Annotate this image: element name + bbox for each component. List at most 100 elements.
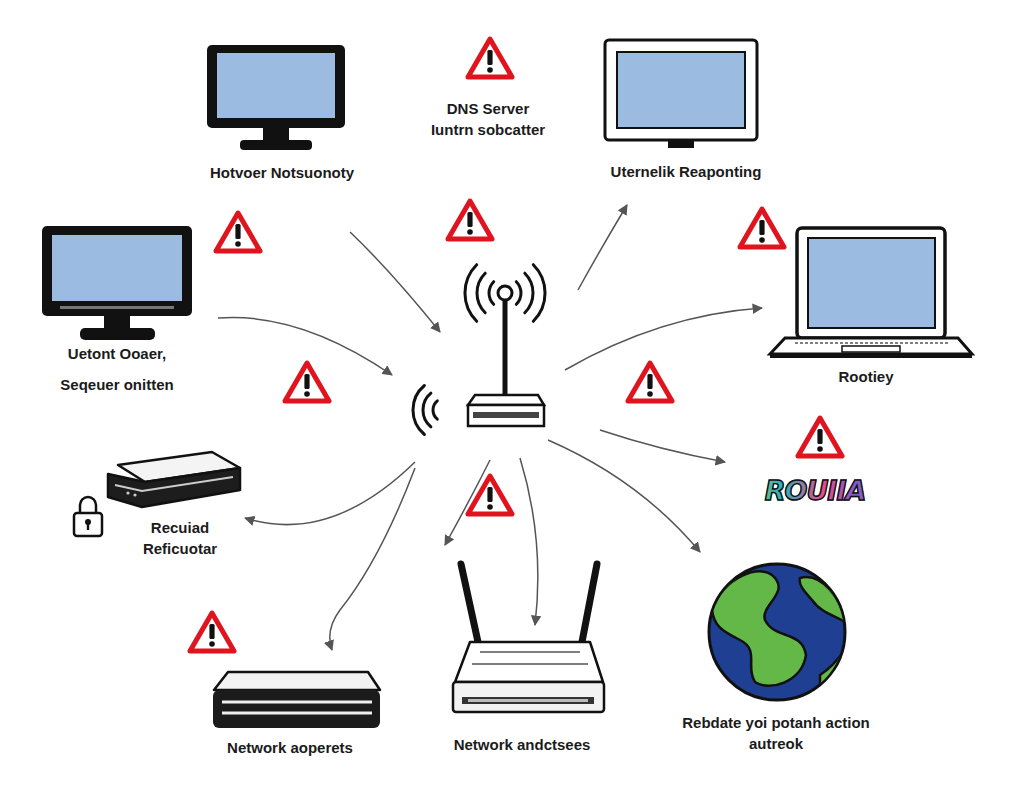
router-icon xyxy=(108,468,240,507)
signal-arrows xyxy=(565,308,762,370)
laptop-icon xyxy=(770,354,972,358)
wifi-waves xyxy=(423,393,431,427)
warning-icons xyxy=(740,209,784,247)
laptop-icon xyxy=(770,338,972,354)
signal-arrows xyxy=(520,458,538,625)
central-router xyxy=(489,282,494,305)
router-icon xyxy=(222,701,372,704)
device-label: Uternelik Reaponting xyxy=(586,162,786,182)
globe-icon xyxy=(712,571,806,685)
router-icon xyxy=(582,564,597,642)
device-node: Hotvoer Notsuonoty xyxy=(195,40,370,185)
router-icon xyxy=(108,452,240,507)
central-router xyxy=(516,282,521,305)
warning-icons xyxy=(448,201,492,239)
central-router xyxy=(468,405,544,426)
monitor-icon xyxy=(217,53,335,118)
brand-text: ROUIIA xyxy=(730,475,900,506)
device-label: Uetont Ooaer, Seqeuer onitten xyxy=(47,338,187,400)
warning-icons xyxy=(190,613,234,651)
wifi-waves xyxy=(413,386,437,435)
globe-icon xyxy=(820,640,850,690)
device-node: Network andctsees xyxy=(445,555,610,755)
device-node: Network aoperets xyxy=(205,665,385,760)
monitor-icon xyxy=(60,306,174,309)
router-icon xyxy=(468,699,588,702)
signal-arrows xyxy=(350,232,440,332)
lock-icon xyxy=(87,523,89,530)
device-node: Rootiey xyxy=(765,222,977,390)
router-icon xyxy=(461,564,478,642)
monitor-icon xyxy=(80,328,155,340)
monitor-icon xyxy=(52,235,182,301)
central-router xyxy=(498,286,512,300)
router-icon xyxy=(462,697,594,704)
warning-icons xyxy=(468,39,512,77)
signal-arrows xyxy=(245,462,415,525)
globe-icon xyxy=(709,564,845,700)
globe-icon xyxy=(709,564,850,700)
signal-arrows xyxy=(218,205,762,650)
monitor-icon xyxy=(240,140,312,150)
laptop-icon xyxy=(842,346,900,352)
device-caption: Network andctsees xyxy=(427,735,617,755)
server-label: DNS Server xyxy=(408,100,568,117)
signal-arrows xyxy=(600,430,725,462)
router-icon xyxy=(453,564,604,712)
router-icon xyxy=(455,642,603,682)
monitor-icon xyxy=(605,40,757,148)
laptop-icon xyxy=(797,228,945,338)
router-icon xyxy=(480,651,580,653)
laptop-icon xyxy=(808,238,935,328)
central-router xyxy=(465,265,477,322)
warning-icons xyxy=(468,476,512,514)
laptop-icon xyxy=(770,228,972,358)
router-icon xyxy=(133,493,136,496)
device-caption: Rebdate yoi potanh action autreok xyxy=(656,712,896,754)
signal-arrows xyxy=(548,440,700,552)
device-label: Hotvoer Notsuonoty xyxy=(182,163,382,183)
router-icon xyxy=(472,663,588,665)
monitor-icon xyxy=(668,140,694,148)
signal-arrows xyxy=(330,468,415,650)
central-router xyxy=(525,273,533,313)
monitor-icon xyxy=(42,226,192,316)
device-node: Rebdate yoi potanh action autreok xyxy=(655,560,900,755)
device-node: Recuiad Reficuotar xyxy=(65,445,250,560)
warning-icons xyxy=(216,213,260,251)
warning-icons xyxy=(798,418,842,456)
router-icon xyxy=(126,491,129,494)
device-label: Network andctsees xyxy=(427,735,617,755)
router-icon xyxy=(214,672,380,690)
device-label: Rebdate yoi potanh action autreok xyxy=(656,712,896,754)
monitor-icon xyxy=(207,45,345,128)
device-caption: Recuiad Reficuotar xyxy=(125,517,235,559)
wifi-waves xyxy=(433,401,437,419)
warning-icons xyxy=(628,363,672,401)
router-icon xyxy=(213,690,380,728)
central-router xyxy=(503,300,508,400)
wifi-waves xyxy=(413,386,424,435)
router-icon xyxy=(453,682,604,712)
router-icon xyxy=(213,672,380,728)
device-caption: Network aoperets xyxy=(195,738,385,758)
globe-icon xyxy=(800,577,845,622)
lock-icon xyxy=(74,513,102,536)
central-router xyxy=(473,412,539,418)
router-icon xyxy=(115,477,233,491)
monitor-icon xyxy=(617,52,745,128)
warning-icons xyxy=(190,39,842,651)
device-label: Recuiad Reficuotar xyxy=(125,517,235,559)
monitor-icon xyxy=(207,45,345,150)
lock-icon xyxy=(74,497,102,536)
monitor-icon xyxy=(42,226,192,340)
device-caption: Uternelik Reaponting xyxy=(586,162,786,182)
monitor-icon xyxy=(263,128,289,140)
central-router xyxy=(533,265,545,322)
laptop-icon xyxy=(795,342,948,344)
central-router xyxy=(465,265,545,426)
device-caption: Rootiey xyxy=(791,367,941,387)
router-icon xyxy=(222,712,372,715)
